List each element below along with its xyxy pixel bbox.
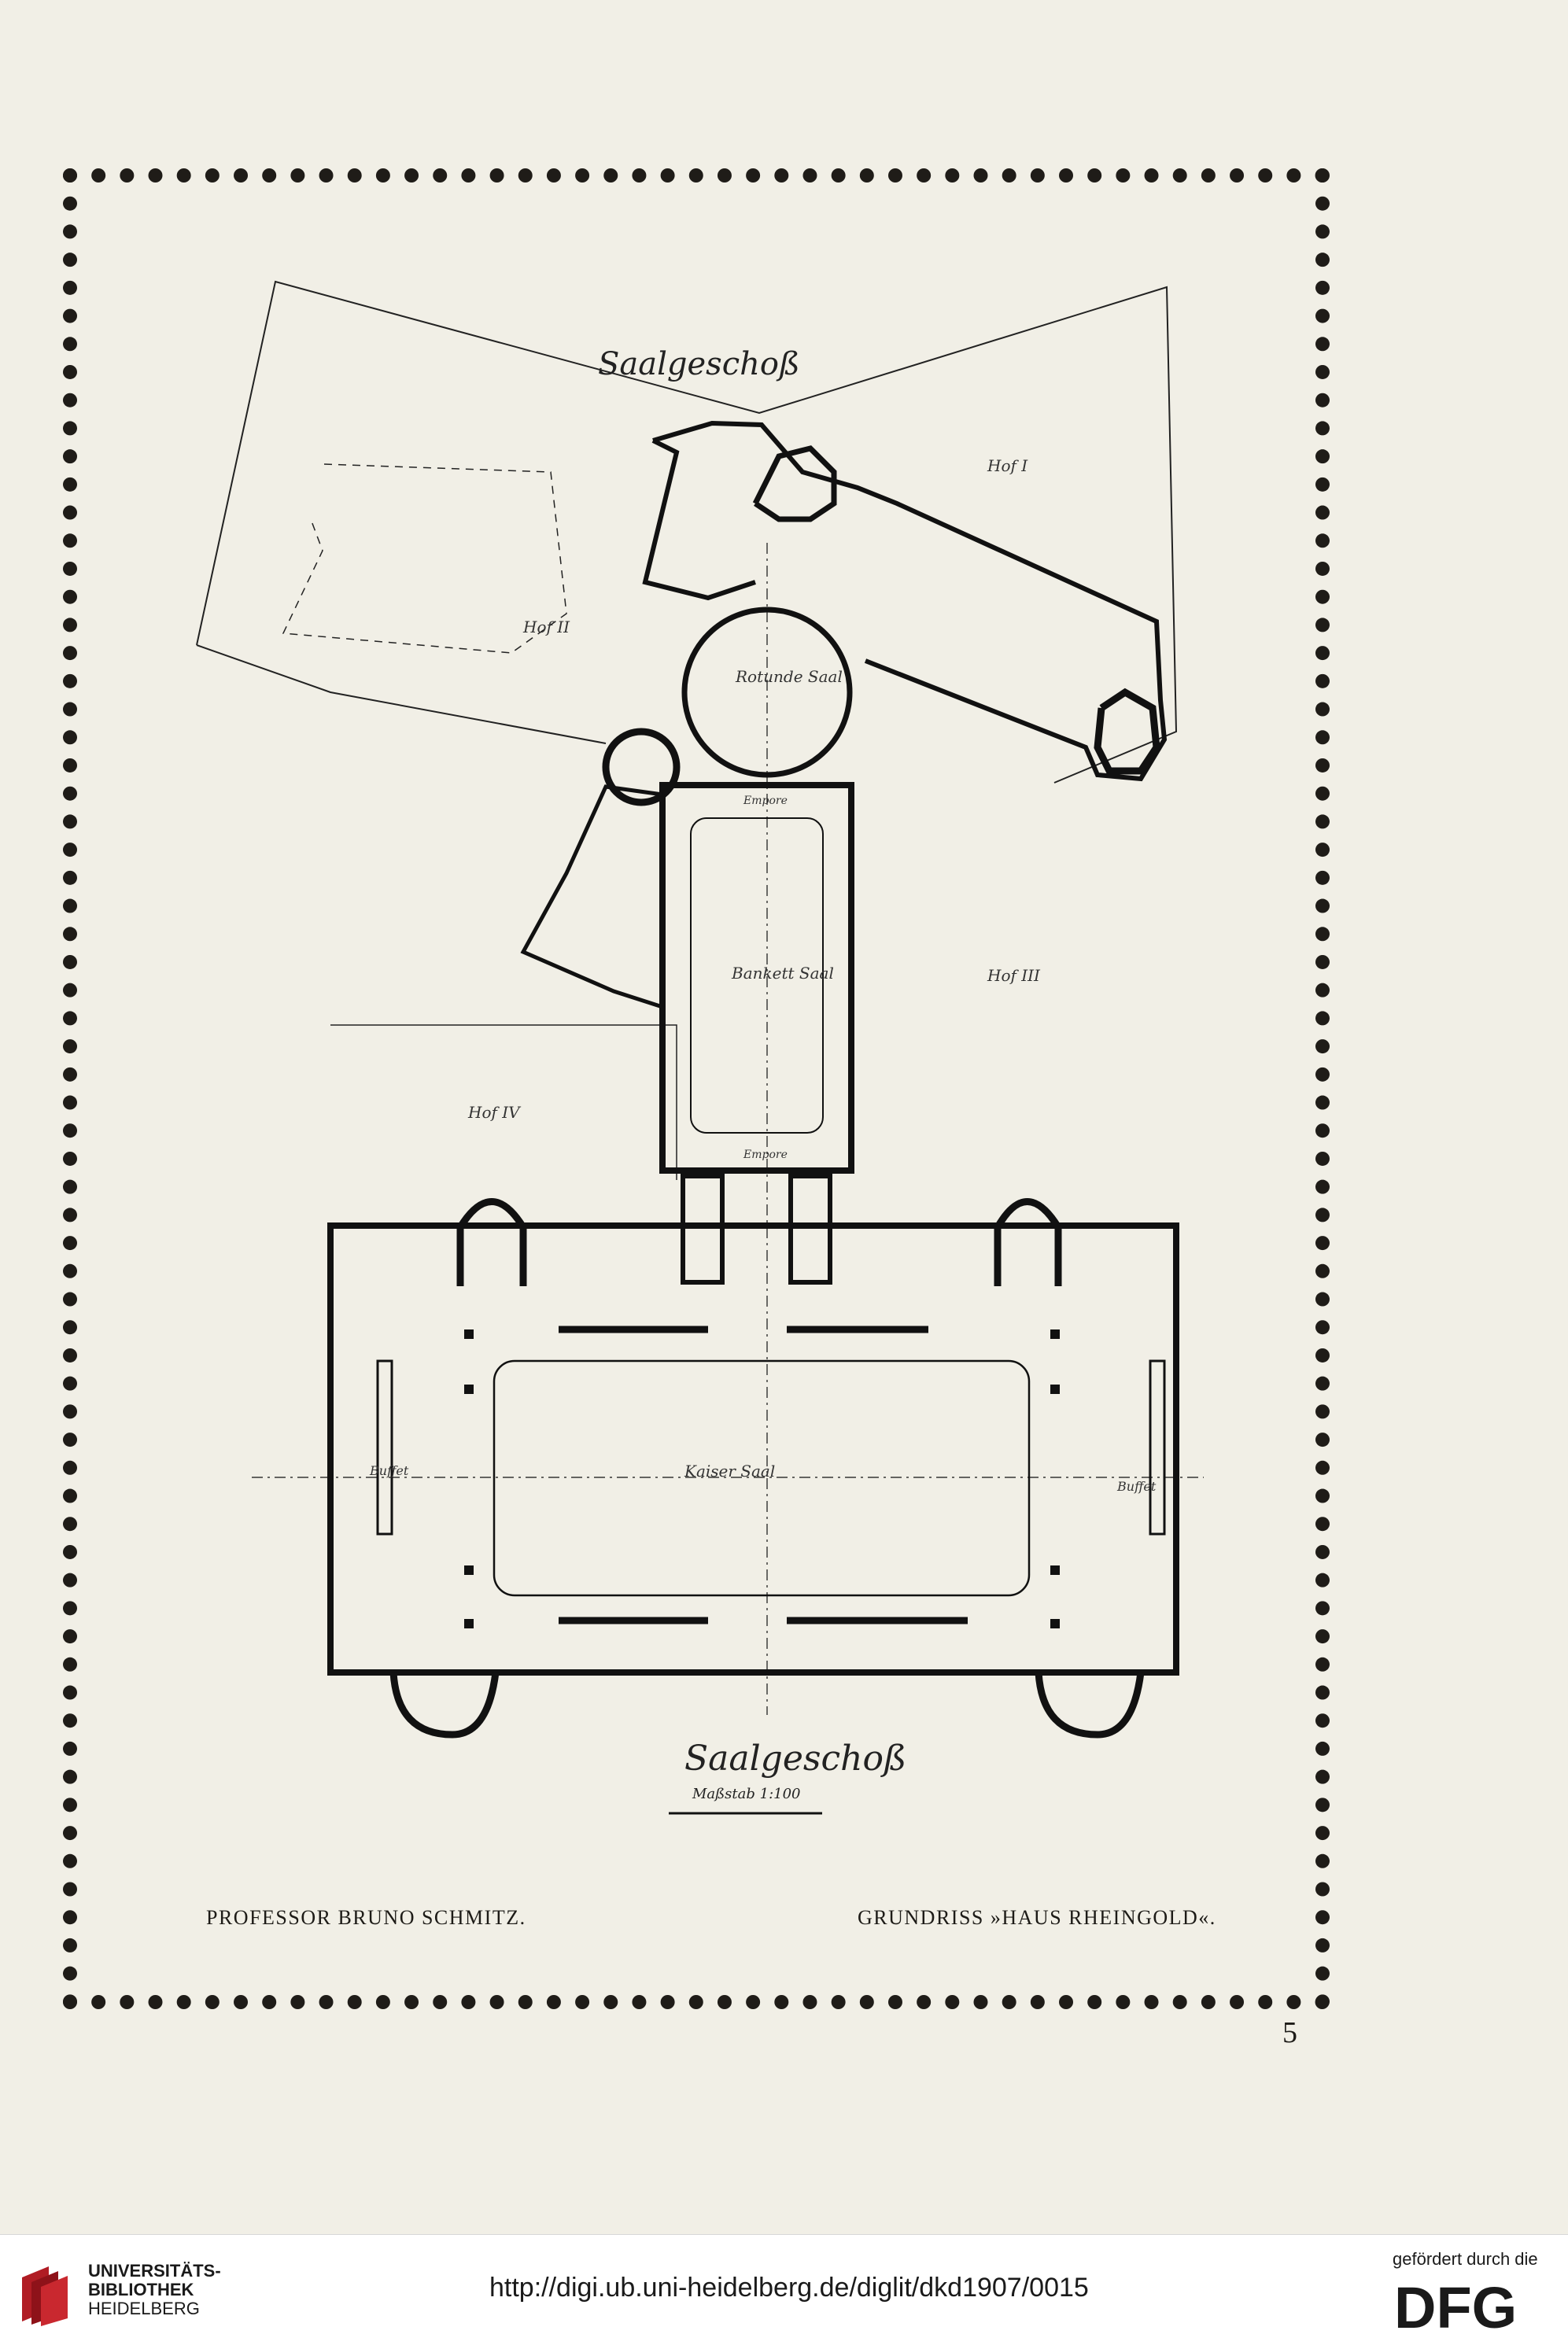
banquet-hall-outer: [659, 782, 854, 1174]
site-outline-lower: [330, 1024, 677, 1180]
library-name-line-2: BIBLIOTHEK: [88, 2280, 194, 2299]
library-name: UNIVERSITÄTS- BIBLIOTHEK HEIDELBERG: [88, 2262, 221, 2318]
upper-left-rooms: [642, 438, 756, 601]
banquet-hall-inner: [690, 817, 824, 1134]
buffet-right-counter: [1149, 1359, 1166, 1536]
plan-title-bottom: Saalgeschoß: [684, 1739, 907, 1779]
room-label-hof-3: Hof III: [987, 966, 1040, 985]
footer-bar: UNIVERSITÄTS- BIBLIOTHEK HEIDELBERG http…: [0, 2234, 1568, 2349]
library-name-line-1: UNIVERSITÄTS-: [88, 2261, 221, 2281]
pier: [464, 1385, 474, 1394]
plan-title-top: Saalgeschoß: [598, 346, 800, 382]
stair-tower-ne: [994, 1198, 1062, 1286]
room-label-bankett: Bankett Saal: [732, 964, 834, 983]
room-label-empore-south: Empore: [743, 1149, 788, 1161]
caption-title: GRUNDRISS »HAUS RHEINGOLD«.: [858, 1906, 1216, 1929]
page-border: [63, 168, 1330, 2009]
room-label-rotunde: Rotunde Saal: [736, 667, 843, 686]
stair-tower-nw: [456, 1198, 527, 1286]
caption-architect: PROFESSOR BRUNO SCHMITZ.: [206, 1906, 526, 1929]
pier: [1050, 1329, 1060, 1339]
upper-right-stair: [1094, 688, 1160, 775]
annex-dashed-outline: [282, 463, 567, 654]
floor-plan: [196, 280, 1204, 1815]
rotunda-stair: [602, 728, 681, 806]
room-label-hof-4: Hof IV: [468, 1103, 520, 1122]
stair-tower-sw: [389, 1672, 500, 1739]
stair-right-connector: [788, 1174, 832, 1285]
library-name-line-3: HEIDELBERG: [88, 2299, 200, 2318]
dfg-logo-icon: DFG: [1394, 2279, 1517, 2334]
scanned-page: Saalgeschoß Saalgeschoß Maßstab 1:100 Ro…: [0, 0, 1568, 2234]
upper-stair-tower: [752, 445, 837, 522]
stair-left-connector: [681, 1174, 725, 1285]
dfg-logo-text: DFG: [1394, 2279, 1517, 2334]
kaiser-hall: [493, 1359, 1031, 1597]
pier: [1050, 1565, 1060, 1575]
pier: [464, 1329, 474, 1339]
upper-wing-walls: [652, 420, 1168, 782]
pier: [1050, 1619, 1060, 1628]
pier: [464, 1565, 474, 1575]
service-rooms: [520, 784, 663, 1009]
room-label-empore-north: Empore: [743, 795, 788, 807]
scale-note: Maßstab 1:100: [692, 1786, 801, 1802]
room-label-buffet-right: Buffet: [1117, 1479, 1157, 1494]
pier: [1050, 1385, 1060, 1394]
room-label-hof-1: Hof I: [987, 456, 1028, 475]
room-label-kaiser: Kaiser Saal: [684, 1462, 776, 1481]
room-label-hof-2: Hof II: [523, 618, 570, 636]
room-label-buffet-left: Buffet: [370, 1463, 409, 1478]
pier: [464, 1619, 474, 1628]
site-outline-left: [196, 644, 607, 744]
stair-tower-se: [1035, 1672, 1145, 1739]
university-library-logo-icon: [22, 2266, 68, 2326]
funding-note: gefördert durch die: [1393, 2249, 1538, 2269]
permalink-url[interactable]: http://digi.ub.uni-heidelberg.de/diglit/…: [489, 2273, 1089, 2303]
buffet-left-counter: [376, 1359, 393, 1536]
page-number: 5: [1282, 2016, 1297, 2049]
kaiser-wing-outer: [327, 1222, 1179, 1676]
